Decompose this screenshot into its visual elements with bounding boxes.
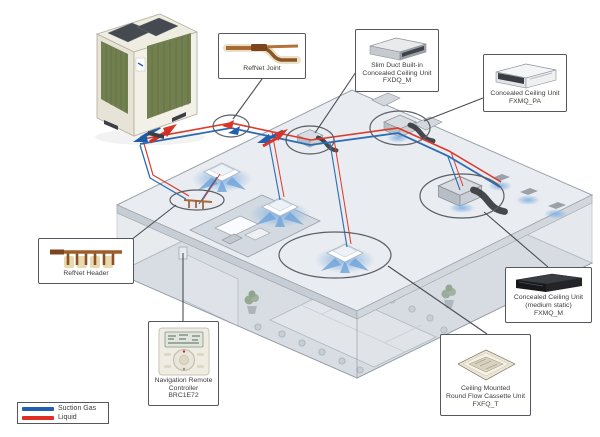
callout-fxfq-t-line1: Ceiling Mounted <box>460 385 511 393</box>
round-flow-cassette-image <box>456 349 516 381</box>
callout-controller-line2: Controller <box>168 384 199 392</box>
concealed-ceiling-unit-image <box>495 63 557 89</box>
callout-fxmq-m: Concealed Ceiling Unit (medium static) F… <box>505 267 592 323</box>
callout-refnet-header-label: RefNet Header <box>63 270 109 278</box>
callout-fxfq-t-line2: Round Flow Cassette Unit <box>446 393 525 401</box>
refnet-header-marker <box>183 199 213 209</box>
legend-suction-gas-label: Suction Gas <box>58 405 97 412</box>
pipes-suction-gas <box>139 127 501 248</box>
refnet-joint-image <box>223 44 301 65</box>
legend-suction-gas-swatch <box>22 406 54 411</box>
legend-row-liquid: Liquid <box>22 414 104 421</box>
callout-refnet-joint: RefNet Joint <box>218 33 306 79</box>
highlight-circles <box>169 110 505 279</box>
rooftop-box <box>413 116 443 131</box>
callout-controller: Navigation Remote Controller BRC1E72 <box>148 321 219 406</box>
leader-lines <box>130 71 549 335</box>
legend-row-suction-gas: Suction Gas <box>22 405 104 412</box>
pipes-liquid <box>142 122 502 245</box>
concealed-ceiling-unit-medium-static-image <box>515 273 582 293</box>
callout-slim-duct-line1: Slim Duct Built-in <box>371 61 423 69</box>
callout-refnet-header: RefNet Header <box>38 238 134 284</box>
callout-fxmq-pa: Concealed Ceiling Unit FXMQ_PA <box>483 54 567 112</box>
callout-controller-line3: BRC1E72 <box>168 392 199 400</box>
legend-liquid-swatch <box>22 415 54 420</box>
callout-fxmq-pa-line2: FXMQ_PA <box>509 98 541 105</box>
callout-controller-line1: Navigation Remote <box>154 376 213 384</box>
refnet-header-image <box>50 249 122 269</box>
legend-liquid-label: Liquid <box>58 414 77 421</box>
callout-fxmq-m-line2: (medium static) <box>525 302 572 310</box>
refnet-joint-marker <box>222 120 240 135</box>
callout-fxmq-m-line3: FXMQ_M <box>533 309 564 317</box>
callout-slim-duct: Slim Duct Built-in Concealed Ceiling Uni… <box>355 29 439 92</box>
callout-fxmq-pa-line1: Concealed Ceiling Unit <box>490 90 560 98</box>
rooftop-box <box>371 92 401 107</box>
slim-duct-unit-image <box>369 37 427 61</box>
callout-fxmq-m-line1: Concealed Ceiling Unit <box>513 294 584 302</box>
callout-fxfq-t-line3: FXFQ_T <box>472 400 499 408</box>
slab-edge-right <box>356 194 593 320</box>
plant <box>244 290 259 314</box>
callout-refnet-joint-label: RefNet Joint <box>243 65 281 73</box>
callout-slim-duct-line2: Concealed Ceiling Unit <box>362 69 432 77</box>
outdoor-unit <box>95 13 205 145</box>
callout-fxfq-t: Ceiling Mounted Round Flow Cassette Unit… <box>440 334 531 416</box>
legend: Suction Gas Liquid <box>17 402 109 424</box>
callout-slim-duct-line3: FXDQ_M <box>382 77 412 85</box>
building <box>115 89 594 379</box>
remote-controller-image <box>158 327 209 376</box>
